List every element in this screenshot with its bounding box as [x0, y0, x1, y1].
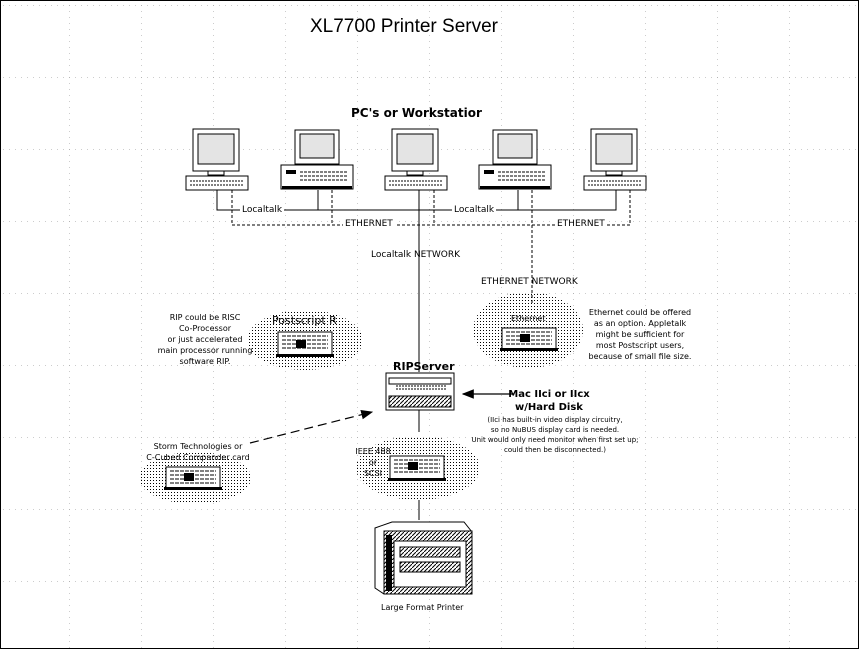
compander-arrow [249, 410, 374, 444]
workstations-label: PC's or Workstatior [351, 106, 482, 120]
rip-server-graphic [385, 372, 455, 411]
printer-graphic [374, 521, 473, 595]
compander-card-graphic [139, 452, 251, 504]
workstation-4 [478, 129, 552, 190]
ieee-label: IEEE 488 or SCSI [355, 447, 391, 478]
ethernet-note: Ethernet could be offered as an option. … [588, 308, 692, 361]
ieee-card-graphic [356, 436, 480, 500]
mac-note: (IIci has built-in video display circuit… [471, 416, 639, 454]
workstation-2 [280, 129, 354, 190]
storm-note: Storm Technologies or C-Cubed Compander … [146, 442, 250, 462]
ethernet-lines [231, 190, 631, 305]
printer-label: Large Format Printer [381, 603, 464, 612]
workstation-5 [583, 128, 647, 191]
localtalk-label-1: Localtalk [240, 204, 285, 216]
ethernet-card-graphic [473, 292, 583, 368]
rip-note: RIP could be RISC Co-Processor or just a… [157, 313, 253, 366]
rip-server-label: RIPServer [393, 360, 455, 373]
workstation-3 [384, 128, 448, 191]
workstation-1 [185, 128, 249, 191]
ethernet-label-2: ETHERNET [555, 218, 607, 230]
ethernet-label-1: ETHERNET [343, 218, 395, 230]
postscript-card-label: Postscript R [272, 314, 337, 327]
postscript-card-graphic [247, 310, 363, 370]
localtalk-network-label: Localtalk NETWORK [371, 250, 460, 260]
ethernet-network-label: ETHERNET NETWORK [481, 277, 578, 287]
mac-title: Mac IIci or IIcx w/Hard Disk [508, 389, 590, 413]
diagram-title: XL7700 Printer Server [310, 16, 498, 37]
localtalk-label-2: Localtalk [452, 204, 497, 216]
ethernet-card-label: Ethernet [511, 314, 546, 323]
